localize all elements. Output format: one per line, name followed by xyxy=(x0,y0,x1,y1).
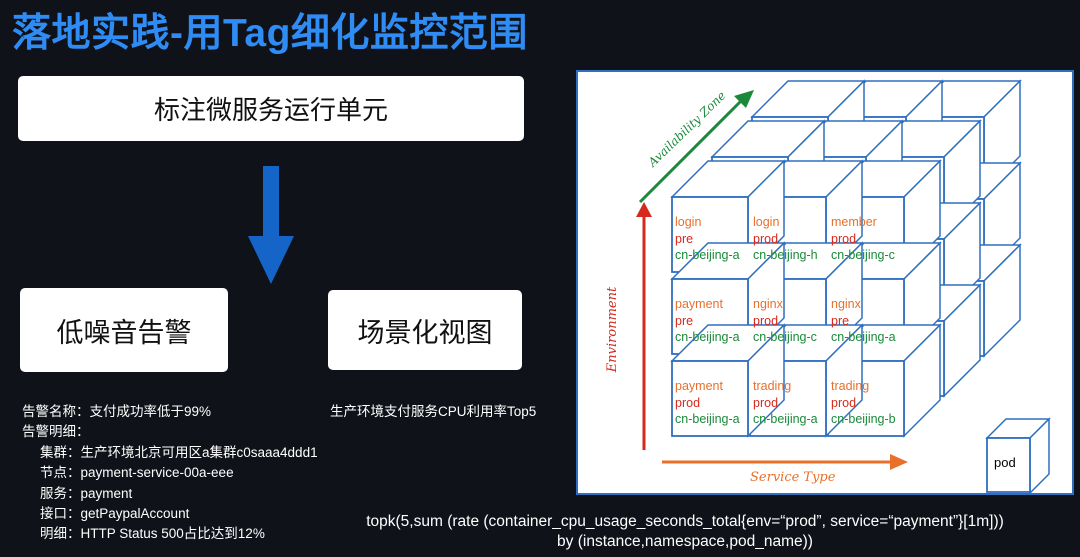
alert-detail-service: 服务：payment xyxy=(40,486,133,501)
cell-svc: login xyxy=(753,215,780,229)
tag-cube-diagram: login pre cn-beijing-a login prod cn-beijing-… xyxy=(576,70,1074,495)
cell-svc: nginx xyxy=(831,297,861,311)
cell-env: prod xyxy=(831,231,857,246)
cell-svc: member xyxy=(831,215,877,229)
pod-cell: nginx pre cn-beijing-a xyxy=(831,296,907,346)
pod-cell: login prod cn-beijing-h xyxy=(753,214,829,264)
alert-detail-detail: 明细：HTTP Status 500占比达到12% xyxy=(40,526,265,541)
cell-svc: trading xyxy=(831,379,870,393)
pod-cell: trading prod cn-beijing-a xyxy=(753,378,829,428)
cell-az: cn-beijing-a xyxy=(831,330,896,344)
alert-detail-header: 告警明细： xyxy=(22,424,90,439)
cell-env: prod xyxy=(753,313,779,328)
pod-front-face xyxy=(986,437,1031,493)
cell-az: cn-beijing-a xyxy=(675,412,740,426)
cell-env: prod xyxy=(753,231,779,246)
annotate-units-box: 标注微服务运行单元 xyxy=(18,76,524,141)
pod-cell: trading prod cn-beijing-b xyxy=(831,378,907,428)
environment-arrow-icon xyxy=(636,202,652,217)
cell-env: prod xyxy=(753,395,779,410)
query-line-1: topk(5,sum (rate (container_cpu_usage_se… xyxy=(366,513,1004,530)
pod-legend-label: pod xyxy=(994,455,1016,470)
promql-query: topk(5,sum (rate (container_cpu_usage_se… xyxy=(330,512,1040,552)
cell-svc: payment xyxy=(675,297,723,311)
cell-az: cn-beijing-b xyxy=(831,412,896,426)
axis-label-service-type: Service Type xyxy=(750,470,836,485)
cell-env: prod xyxy=(831,395,857,410)
cell-svc: nginx xyxy=(753,297,783,311)
pod-cell: payment prod cn-beijing-a xyxy=(675,378,751,428)
cube-graphic xyxy=(636,79,1051,493)
page-title: 落地实践-用Tag细化监控范围 xyxy=(12,12,528,55)
cell-az: cn-beijing-a xyxy=(675,330,740,344)
cell-az: cn-beijing-h xyxy=(753,248,818,262)
cell-env: prod xyxy=(675,395,701,410)
cube-front-face xyxy=(671,360,749,437)
down-arrow-icon xyxy=(248,166,294,284)
alert-detail-cluster: 集群：生产环境北京可用区a集群c0saaa4ddd1 xyxy=(40,445,318,460)
pod-cell: member prod cn-beijing-c xyxy=(831,214,907,264)
service-arrow-icon xyxy=(890,454,908,470)
cell-az: cn-beijing-a xyxy=(675,248,740,262)
pod-cell: nginx prod cn-beijing-c xyxy=(753,296,829,346)
scenario-view-box: 场景化视图 xyxy=(328,290,522,370)
cell-svc: login xyxy=(675,215,702,229)
cell-env: pre xyxy=(831,313,850,328)
cell-svc: trading xyxy=(753,379,792,393)
pod-cell: login pre cn-beijing-a xyxy=(675,214,751,264)
az-arrow-icon xyxy=(734,90,754,108)
cell-az: cn-beijing-c xyxy=(753,330,817,344)
pod-cell: payment pre cn-beijing-a xyxy=(675,296,751,346)
cell-az: cn-beijing-c xyxy=(831,248,895,262)
alert-name: 告警名称：支付成功率低于99% xyxy=(22,404,212,419)
alert-detail-api: 接口：getPaypalAccount xyxy=(40,506,190,521)
cell-env: pre xyxy=(675,231,694,246)
axis-label-environment: Environment xyxy=(605,286,621,373)
low-noise-alert-box: 低噪音告警 xyxy=(20,288,228,372)
cell-svc: payment xyxy=(675,379,723,393)
alert-detail-node: 节点：payment-service-00a-eee xyxy=(40,465,234,480)
cell-env: pre xyxy=(675,313,694,328)
query-line-2: by (instance,namespace,pod_name)) xyxy=(557,533,813,550)
az-axis xyxy=(638,98,744,204)
cell-az: cn-beijing-a xyxy=(753,412,818,426)
view-title: 生产环境支付服务CPU利用率Top5 xyxy=(330,404,537,419)
